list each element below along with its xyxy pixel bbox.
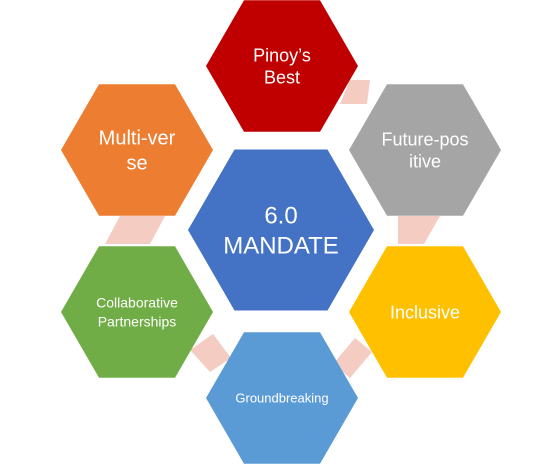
hexagon-collaborative-partnerships-shape [61,246,213,378]
hexagon-pinoys-best-label-line-1: Pinoy’s [253,45,311,65]
connector-4 [190,334,231,372]
hexagon-pinoys-best-label-line-2: Best [264,67,300,87]
hexagon-groundbreaking: Groundbreaking [206,332,358,464]
hexagon-collaborative-partnerships-label-line-1: Collaborative [96,294,178,310]
hexagon-layer: Pinoy’sBestFuture-positiveInclusiveGroun… [61,0,501,464]
hexagon-multi-verse-label-line-1: Multi-ver [99,128,176,150]
hexagon-inclusive: Inclusive [349,246,501,378]
hexagon-multi-verse: Multi-ver se [61,84,213,216]
hexagon-center-mandate-shape [188,149,374,311]
hexagon-inclusive-label-line-1: Inclusive [390,302,460,322]
hexagon-groundbreaking-shape [206,332,358,464]
hexagon-groundbreaking-label-line-1: Groundbreaking [235,391,328,406]
hexagon-multi-verse-shape [61,84,213,216]
hexagon-future-positive-shape [349,84,501,216]
hexagon-multi-verse-label-line-2: se [126,153,147,175]
hexagon-center-mandate-label-line-2: MANDATE [223,232,339,259]
connector-5 [105,216,165,244]
hexagon-inclusive-shape [349,246,501,378]
connector-layer [105,80,440,378]
hexagon-center-mandate-label-line-1: 6.0 [264,202,297,229]
connector-2 [398,216,440,244]
hexagon-future-positive-label-line-1: Future-pos [381,129,468,149]
hexagon-pinoys-best-shape [206,0,358,132]
hexagon-future-positive-label-line-2: itive [409,151,441,171]
connector-1 [340,80,370,104]
hexagon-collaborative-partnerships-label-line-2: Partnerships [98,313,177,329]
connector-3 [333,338,372,378]
